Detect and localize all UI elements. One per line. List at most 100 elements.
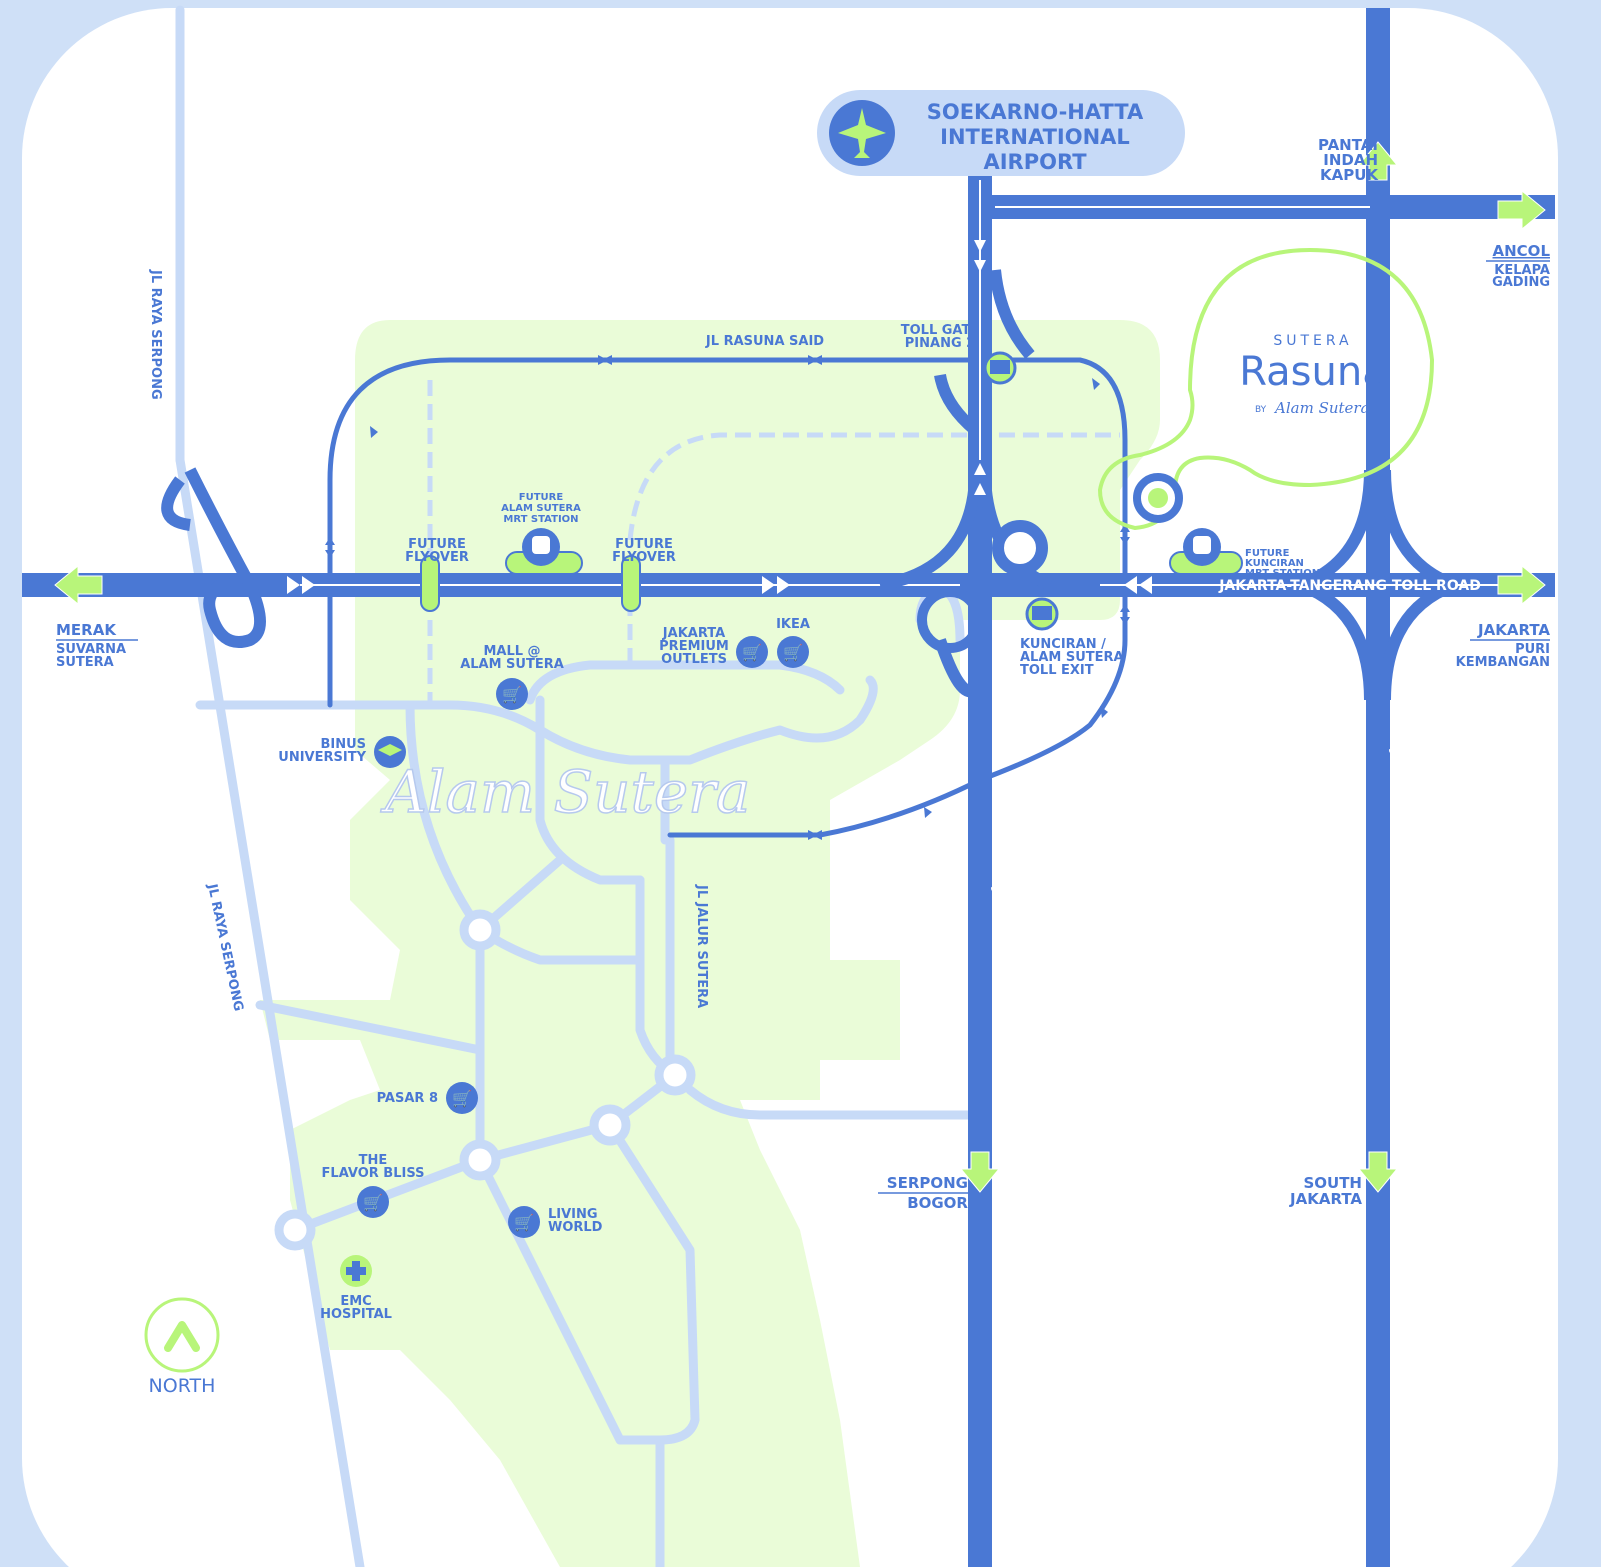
local-roads (175, 5, 980, 1567)
poi-binus-university[interactable]: BINUS UNIVERSITY (278, 736, 406, 768)
toll-icon (1032, 606, 1052, 620)
airplane-icon (838, 108, 886, 158)
future-flyovers (420, 555, 641, 612)
arrow-jakarta (1497, 564, 1546, 606)
ancol-main: ANCOL (1493, 242, 1551, 260)
cart-icon: 🛒 (742, 643, 762, 662)
outlets-line-2: PREMIUM (659, 639, 729, 654)
brand-by: BY (1255, 405, 1267, 415)
cart-icon: 🛒 (783, 643, 803, 662)
south-line-1: SOUTH (1303, 1174, 1362, 1192)
flyover2-line-1: FUTURE (615, 537, 673, 552)
poi-mall-alam-sutera[interactable]: 🛒 MALL @ ALAM SUTERA (460, 644, 564, 710)
jl-raya-serpong-top: JL RAYA SERPONG (148, 269, 163, 400)
train-icon (532, 536, 550, 554)
airport-badge[interactable]: SOEKARNO-HATTA INTERNATIONAL AIRPORT (817, 90, 1185, 176)
mall-line-1: MALL @ (483, 644, 540, 659)
pasar-label: PASAR 8 (377, 1091, 438, 1106)
merak-sub-1: SUVARNA (56, 642, 126, 657)
jorr-w2-label: JORR W2 (1388, 749, 1404, 819)
jakarta-sub-2: KEMBANGAN (1456, 655, 1550, 670)
arrow-south (1357, 1151, 1399, 1193)
serpong-main: SERPONG (887, 1174, 968, 1192)
cart-icon: 🛒 (363, 1193, 383, 1212)
poi-ikea[interactable]: 🛒 IKEA (776, 617, 810, 668)
flyover2-line-2: FLYOVER (612, 550, 676, 565)
poi-pasar-8[interactable]: 🛒 PASAR 8 (377, 1082, 478, 1114)
brand-sub: Alam Sutera (1273, 399, 1370, 417)
airport-line-2: INTERNATIONAL (940, 125, 1130, 149)
emc-line-1: EMC (340, 1294, 371, 1309)
medical-cross-icon (346, 1261, 366, 1281)
exit-loop (917, 587, 983, 653)
pantai-line-3: KAPUK (1320, 166, 1379, 184)
kunciran-line-3: TOLL EXIT (1020, 663, 1094, 678)
ancol-sub-2: GADING (1492, 275, 1550, 290)
merak-sub-2: SUTERA (56, 655, 114, 670)
ikea-label: IKEA (776, 617, 810, 632)
living-line-2: WORLD (548, 1220, 603, 1235)
merak-main: MERAK (56, 621, 117, 639)
alam-sutera-area (260, 320, 1160, 1567)
outlets-line-3: OUTLETS (661, 652, 727, 667)
direction-markers (287, 240, 1152, 594)
binus-line-2: UNIVERSITY (278, 750, 366, 765)
road-centerlines (300, 180, 1540, 586)
north-label: NORTH (149, 1375, 216, 1397)
rasuna-said-road (327, 357, 1128, 838)
mrt-kunciran-line-3: MRT STATION (1245, 568, 1320, 579)
living-line-1: LIVING (548, 1207, 598, 1222)
poi-emc-hospital[interactable]: EMC HOSPITAL (320, 1255, 392, 1322)
alam-sutera-watermark: Alam Sutera (380, 758, 750, 826)
jorr-2-label: JORR 2 (990, 887, 1006, 941)
poi-living-world[interactable]: 🛒 LIVING WORLD (508, 1206, 603, 1238)
cart-icon: 🛒 (514, 1213, 534, 1232)
flyover1-line-1: FUTURE (408, 537, 466, 552)
arrow-pantai (1357, 141, 1399, 181)
airport-line-3: AIRPORT (983, 150, 1087, 174)
jakarta-main: JAKARTA (1477, 621, 1550, 639)
jakarta-sub-1: PURI (1515, 642, 1550, 657)
north-indicator: NORTH (144, 1297, 220, 1397)
mrt-kunciran-line-1: FUTURE (1245, 548, 1290, 559)
brand-main: Rasuna (1239, 349, 1386, 395)
toll-gate-line-2: PINANG 2 (905, 336, 975, 351)
sutera-rasuna-logo[interactable]: SUTERA Rasuna BY Alam Sutera (1097, 247, 1435, 531)
flavor-line-2: FLAVOR BLISS (322, 1166, 425, 1181)
arrow-serpong (959, 1151, 1001, 1193)
emc-line-2: HOSPITAL (320, 1307, 392, 1322)
poi-jakarta-outlets[interactable]: 🛒 JAKARTA PREMIUM OUTLETS (659, 626, 768, 668)
arrow-merak (54, 564, 103, 606)
future-mrt-kunciran[interactable]: FUTURE KUNCIRAN MRT STATION (1169, 528, 1320, 579)
flavor-line-1: THE (359, 1153, 388, 1168)
destination-arrows (54, 141, 1546, 1193)
serpong-sub-1: BOGOR (907, 1194, 968, 1212)
cart-icon: 🛒 (502, 685, 522, 704)
toll-road-label: JAKARTA-TANGERANG TOLL ROAD (1218, 578, 1481, 594)
rasuna-said-label: JL RASUNA SAID (705, 334, 824, 349)
future-mrt-alam-sutera[interactable]: FUTURE ALAM SUTERA MRT STATION (501, 492, 583, 575)
mrt-alam-line-2: ALAM SUTERA (501, 503, 581, 514)
roundabout (992, 520, 1048, 576)
kunciran-toll-exit[interactable]: KUNCIRAN / ALAM SUTERA TOLL EXIT (1020, 597, 1124, 678)
kunciran-line-1: KUNCIRAN / (1020, 637, 1106, 652)
airport-line-1: SOEKARNO-HATTA (927, 100, 1144, 124)
south-line-2: JAKARTA (1289, 1190, 1362, 1208)
graduation-cap-icon (378, 744, 402, 756)
binus-line-1: BINUS (320, 737, 366, 752)
cart-icon: 🛒 (452, 1089, 472, 1108)
train-icon (1193, 536, 1211, 554)
jl-jalur-sutera-label: JL JALUR SUTERA (694, 884, 709, 1008)
outlets-line-1: JAKARTA (662, 626, 725, 641)
north-arrow-icon (164, 1321, 200, 1352)
poi-flavor-bliss[interactable]: 🛒 THE FLAVOR BLISS (322, 1153, 425, 1218)
mrt-kunciran-line-2: KUNCIRAN (1245, 558, 1304, 569)
interchange-ramps (161, 269, 1458, 701)
toll-gate-line-1: TOLL GATE (901, 323, 979, 338)
ancol-sub-1: KELAPA (1494, 263, 1550, 278)
toll-gate-pinang-2[interactable]: TOLL GATE PINANG 2 (901, 323, 1017, 385)
pantai-line-1: PANTAI (1318, 136, 1378, 154)
toll-icon (990, 360, 1010, 374)
brand-top: SUTERA (1273, 333, 1352, 349)
